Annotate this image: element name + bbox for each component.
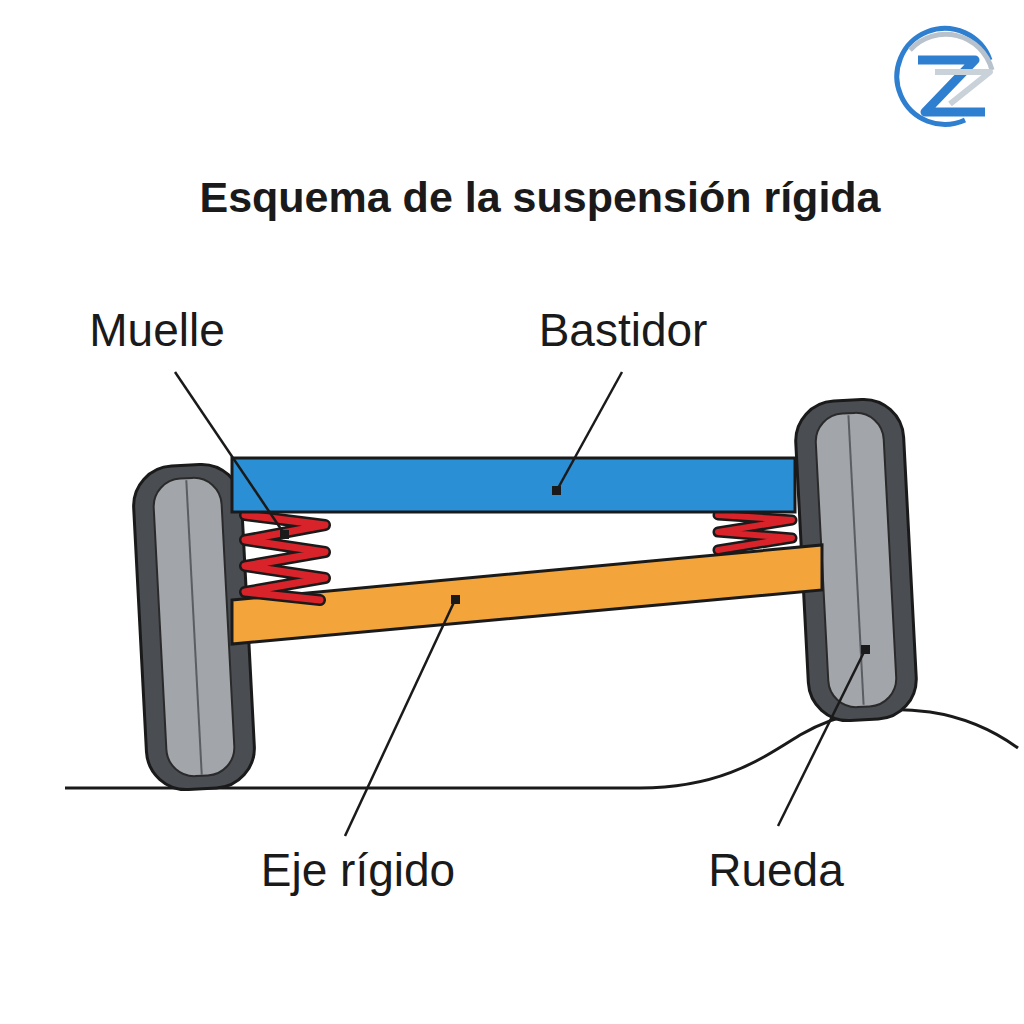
diagram-title: Esquema de la suspensión rígida (199, 173, 880, 222)
logo (897, 28, 992, 124)
left-spring (245, 515, 325, 600)
part-label: Muelle (89, 303, 225, 357)
part-label: Bastidor (539, 303, 708, 357)
part-label: Rueda (708, 843, 844, 897)
leader-lines (175, 372, 865, 836)
right-spring (718, 515, 792, 550)
part-label: Eje rígido (261, 843, 455, 897)
frame (232, 458, 795, 512)
leader-dots (280, 486, 870, 654)
